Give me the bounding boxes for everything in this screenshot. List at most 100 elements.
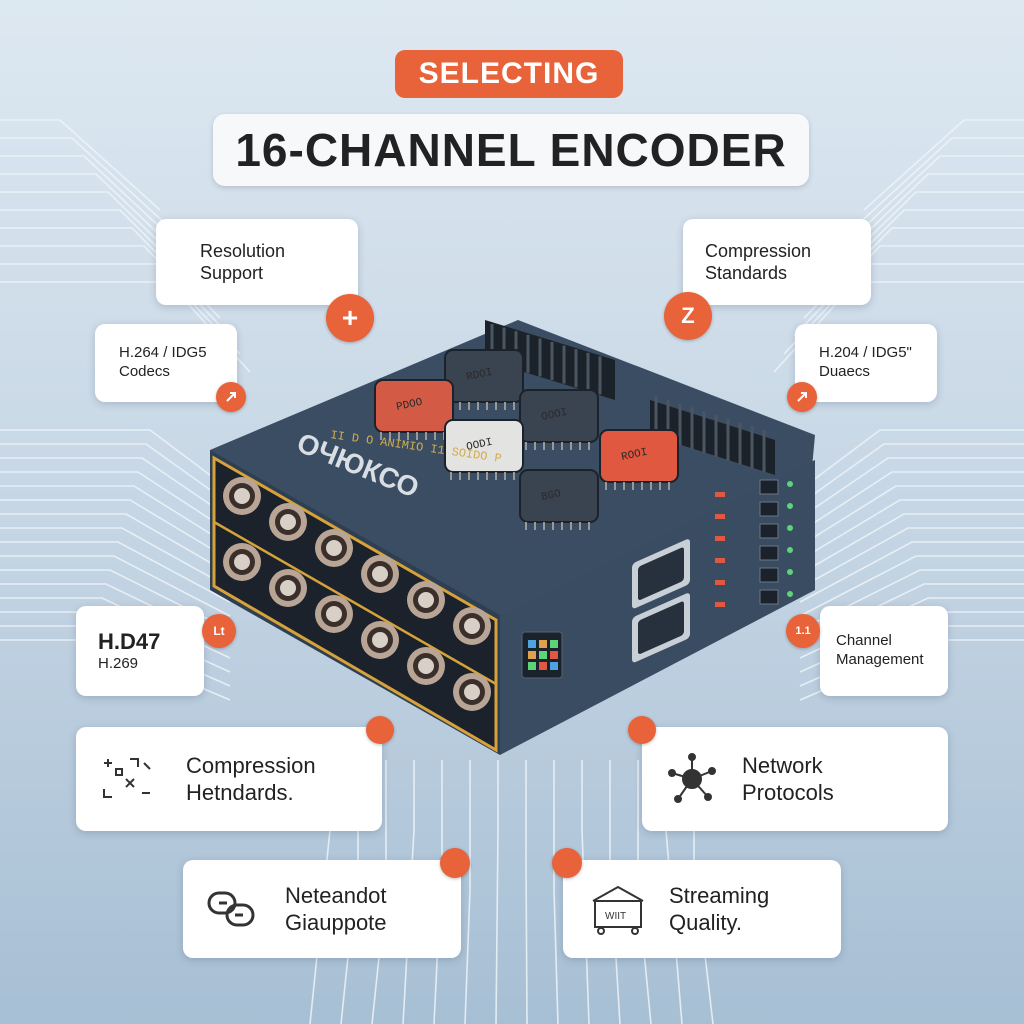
circuit-trace xyxy=(863,119,1024,211)
chip-label: PDOO xyxy=(395,397,424,414)
bnc-port-pin xyxy=(280,580,296,596)
circuit-trace xyxy=(464,760,471,1024)
circuit-trace xyxy=(0,513,231,575)
lt-marker: Lt xyxy=(202,614,236,648)
circuit-trace xyxy=(581,760,590,1024)
card-label: Management xyxy=(836,651,924,668)
circuit-trace xyxy=(0,527,231,589)
status-led xyxy=(715,580,725,585)
rj45-port xyxy=(759,545,779,561)
bnc-port-pin xyxy=(464,618,480,634)
circuit-trace xyxy=(799,443,1024,505)
chip-label: RDOI xyxy=(465,367,493,384)
card-label: Compression xyxy=(186,752,316,778)
card-label: H.269 xyxy=(98,655,139,673)
circuit-trace xyxy=(0,429,231,491)
bnc-port-pin xyxy=(372,566,388,582)
network-hub-icon xyxy=(668,753,716,803)
streaming-box-icon: WIIT xyxy=(592,885,644,935)
circuit-trace xyxy=(0,137,171,229)
status-led xyxy=(715,536,725,541)
display-cell xyxy=(539,662,547,670)
card-neteandot: Neteandot Giauppote xyxy=(183,860,461,958)
card-codecs-left: H.264 / IDG5 Codecs xyxy=(95,324,237,402)
chain-link-icon xyxy=(207,891,255,927)
rj45-port xyxy=(759,589,779,605)
display-cell xyxy=(550,640,558,648)
card-resolution-support: Resolution Support xyxy=(156,219,358,305)
chip-label: OODI xyxy=(465,437,493,454)
status-led xyxy=(787,547,793,553)
bnc-port-pin xyxy=(418,592,434,608)
card-label: H.264 / IDG5 xyxy=(119,344,207,362)
card-label: Support xyxy=(200,263,264,283)
chip xyxy=(519,469,599,523)
display-cell xyxy=(539,640,547,648)
selecting-badge: SELECTING xyxy=(395,50,623,98)
circuit-trace xyxy=(799,471,1024,533)
connector-dot xyxy=(366,716,394,744)
circuit-trace xyxy=(525,760,528,1024)
display-cell xyxy=(528,651,536,659)
circuit-trace xyxy=(0,555,231,617)
chip-label: OOOI xyxy=(540,407,568,424)
circuit-trace xyxy=(0,119,161,211)
rj45-port xyxy=(759,523,779,539)
chip xyxy=(444,419,524,473)
card-label: Channel xyxy=(836,632,892,650)
status-led xyxy=(715,492,725,497)
chip xyxy=(374,379,454,433)
chip xyxy=(519,389,599,443)
bnc-port-pin xyxy=(280,514,296,530)
card-label: Hetndards. xyxy=(186,780,294,805)
circuit-trace xyxy=(0,471,231,533)
card-compression-hetndards: Compression Hetndards. xyxy=(76,727,382,831)
chip-label: BGO xyxy=(540,488,562,504)
rj45-port xyxy=(759,567,779,583)
circuit-trace xyxy=(799,429,1024,491)
chip xyxy=(599,429,679,483)
circuit-trace xyxy=(799,485,1024,547)
page-title: 16-CHANNEL ENCODER xyxy=(213,114,809,186)
circuit-trace xyxy=(0,499,231,561)
bnc-port-pin xyxy=(234,554,250,570)
bnc-port-pin xyxy=(234,488,250,504)
circuit-trace xyxy=(799,457,1024,519)
channel-marker: 1.1 xyxy=(786,614,820,648)
bnc-port-pin xyxy=(418,658,434,674)
display-cell xyxy=(539,651,547,659)
heatsink-right xyxy=(650,396,775,475)
card-label: H.204 / IDG5" xyxy=(819,344,912,362)
card-label: Quality. xyxy=(669,910,742,935)
bnc-port-pin xyxy=(464,684,480,700)
card-label: Duaecs xyxy=(819,363,870,380)
circuit-trace xyxy=(0,485,231,547)
card-label: H.D47 xyxy=(98,628,161,654)
status-led xyxy=(787,481,793,487)
arrow-marker xyxy=(787,382,817,412)
card-label: Neteandot xyxy=(285,882,387,908)
circuit-trace xyxy=(799,527,1024,589)
arrow-icon xyxy=(226,392,236,402)
connector-dot xyxy=(628,716,656,744)
card-label: Codecs xyxy=(119,363,170,380)
chip-label: ROOI xyxy=(620,447,648,464)
display-cell xyxy=(528,640,536,648)
circuit-trace xyxy=(0,457,231,519)
status-led xyxy=(787,525,793,531)
rj45-port xyxy=(759,501,779,517)
display-cell xyxy=(550,651,558,659)
z-marker: Z xyxy=(664,292,712,340)
bnc-port-pin xyxy=(372,632,388,648)
circuit-trace xyxy=(0,541,231,603)
circuit-trace xyxy=(553,760,559,1024)
circuit-trace xyxy=(799,541,1024,603)
arrow-marker xyxy=(216,382,246,412)
circuit-trace xyxy=(402,760,415,1024)
card-label: Giauppote xyxy=(285,910,387,935)
scatter-icon xyxy=(103,758,151,798)
circuit-trace xyxy=(799,555,1024,617)
card-label: Standards xyxy=(705,263,788,283)
card-streaming-quality: WIIT Streaming Quality. xyxy=(563,860,841,958)
